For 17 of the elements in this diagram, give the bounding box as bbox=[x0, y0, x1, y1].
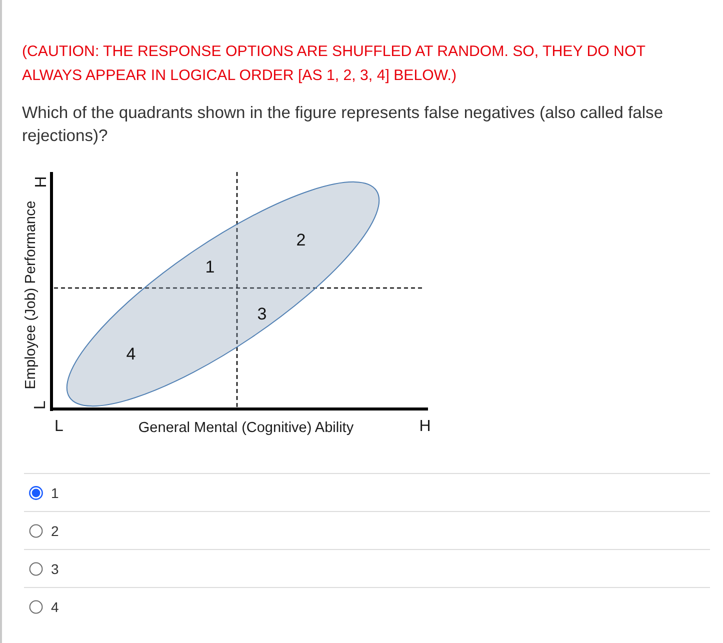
axis-tick-label: L bbox=[33, 400, 49, 410]
axis-tick-label: H bbox=[34, 176, 50, 188]
quadrant-number: 2 bbox=[296, 232, 306, 248]
option-label: 1 bbox=[51, 486, 59, 500]
axis-tick-label: L bbox=[54, 419, 64, 435]
option-label: 2 bbox=[51, 524, 59, 538]
option-label: 3 bbox=[51, 562, 59, 576]
caution-text: (CAUTION: THE RESPONSE OPTIONS ARE SHUFFLED AT RANDOM. SO, THEY DO NOT ALWAYS APPEAR IN LOGICAL ORDER [AS 1, 2, 3, 4] BELOW.) bbox=[22, 42, 646, 86]
quadrant-number: 4 bbox=[126, 346, 136, 362]
axis-title: Employee (Job) Performance bbox=[24, 200, 38, 390]
quadrant-number: 3 bbox=[257, 306, 267, 322]
quadrant-number: 1 bbox=[205, 258, 215, 276]
axis-tick-label: H bbox=[419, 419, 431, 435]
option-label: 4 bbox=[51, 600, 59, 614]
axis-title: General Mental (Cognitive) Ability bbox=[138, 420, 354, 436]
question-text: Which of the quadrants shown in the figure represents false negatives (also called false rejections)? bbox=[22, 102, 664, 147]
ellipse-region bbox=[64, 180, 382, 408]
